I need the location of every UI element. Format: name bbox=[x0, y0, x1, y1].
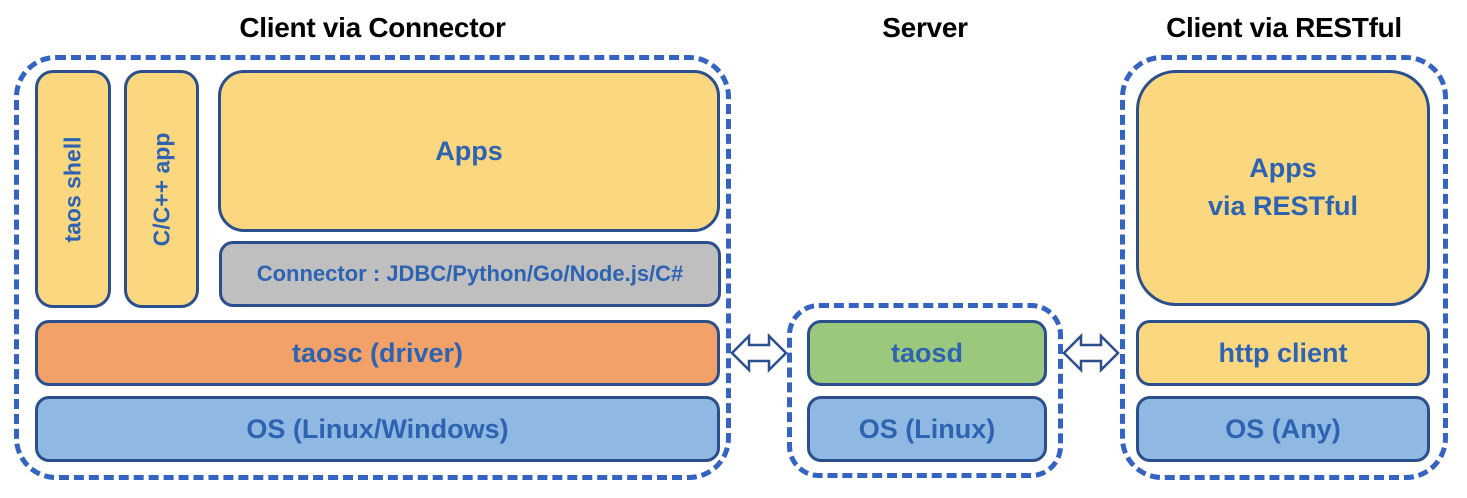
connector-box: Connector : JDBC/Python/Go/Node.js/C# bbox=[219, 241, 721, 307]
taosc-driver-box: taosc (driver) bbox=[35, 320, 720, 386]
taosd-box: taosd bbox=[807, 320, 1047, 386]
apps-via-restful-label: Apps via RESTful bbox=[1207, 153, 1359, 221]
bidirectional-arrow-icon bbox=[730, 332, 788, 374]
client-restful-group-border bbox=[1120, 55, 1448, 480]
os-linux-label: OS (Linux) bbox=[858, 413, 996, 444]
apps-box: Apps bbox=[218, 70, 720, 232]
c-cpp-app-label: C/C++ app bbox=[148, 132, 175, 246]
connector-label: Connector : JDBC/Python/Go/Node.js/C# bbox=[256, 261, 684, 286]
os-linux-box: OS (Linux) bbox=[807, 396, 1047, 462]
title-server: Server bbox=[882, 12, 968, 43]
os-linux-windows-box: OS (Linux/Windows) bbox=[35, 396, 720, 462]
apps-label: Apps bbox=[435, 135, 503, 166]
http-client-box: http client bbox=[1136, 320, 1430, 386]
taos-shell-label: taos shell bbox=[59, 135, 86, 243]
taosd-label: taosd bbox=[890, 337, 963, 368]
client-connector-group-border bbox=[14, 55, 731, 480]
os-any-label: OS (Any) bbox=[1225, 413, 1341, 444]
title-client-via-restful: Client via RESTful bbox=[1166, 12, 1402, 43]
http-client-label: http client bbox=[1218, 337, 1348, 368]
c-cpp-app-box: C/C++ app bbox=[124, 70, 199, 308]
os-any-box: OS (Any) bbox=[1136, 396, 1430, 462]
taosc-driver-label: taosc (driver) bbox=[291, 337, 464, 368]
server-group-border bbox=[787, 303, 1063, 478]
bidirectional-arrow-icon bbox=[1062, 332, 1120, 374]
taos-shell-box: taos shell bbox=[35, 70, 111, 308]
title-client-via-connector: Client via Connector bbox=[239, 12, 506, 43]
os-linux-windows-label: OS (Linux/Windows) bbox=[246, 413, 509, 444]
apps-via-restful-box: Apps via RESTful bbox=[1136, 70, 1430, 306]
